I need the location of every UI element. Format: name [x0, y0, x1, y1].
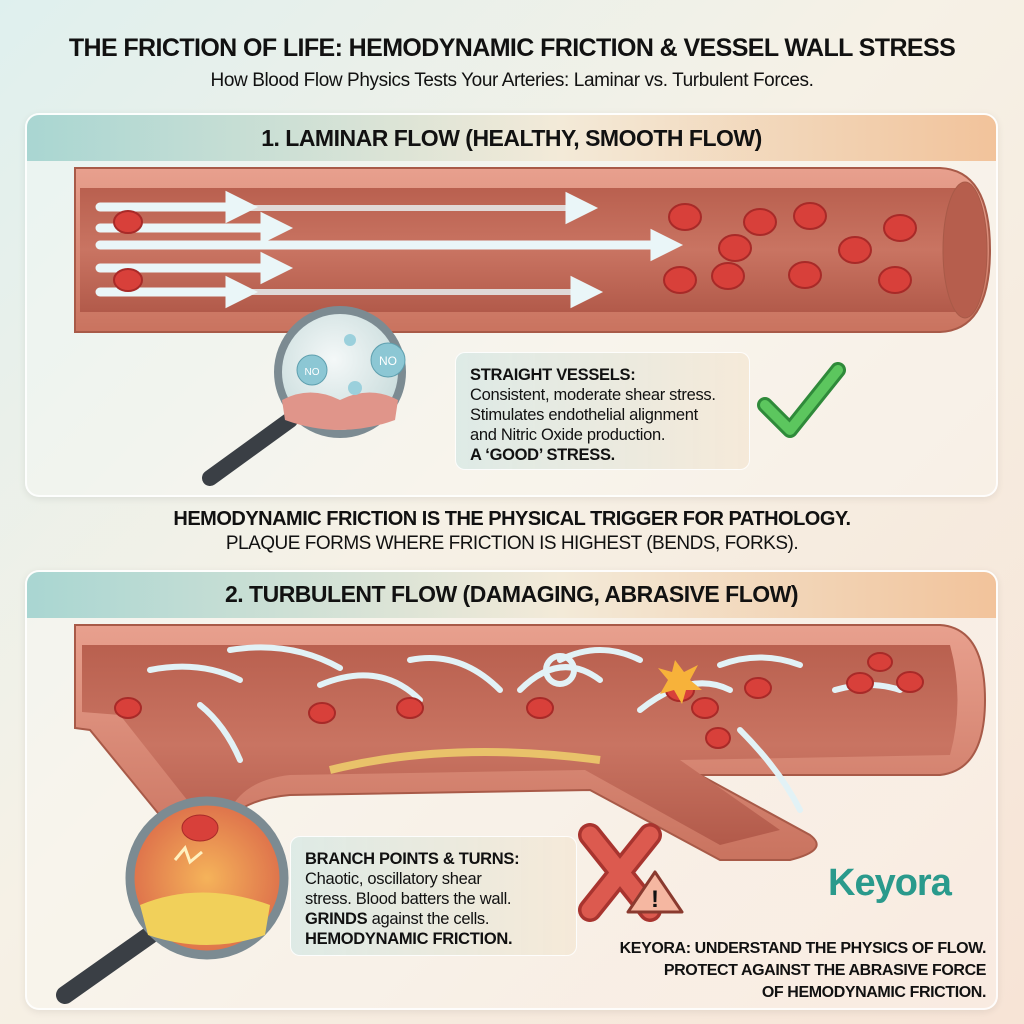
key-message-sub: PLAQUE FORMS WHERE FRICTION IS HIGHEST (… [225, 533, 799, 554]
laminar-box-line: Consistent, moderate shear stress. [470, 386, 716, 404]
page-subtitle: How Blood Flow Physics Tests Your Arteri… [210, 70, 814, 91]
turbulent-box-line: against the cells. [367, 910, 490, 928]
checkmark-icon [757, 362, 846, 438]
magnifier-damage-icon [56, 796, 289, 1004]
laminar-heading: 1. LAMINAR FLOW (HEALTHY, SMOOTH FLOW) [27, 115, 996, 161]
laminar-flow-arrows [95, 190, 684, 309]
keyora-logo: Keyora [828, 862, 952, 904]
turbulent-box-title: BRANCH POINTS & TURNS: [305, 850, 520, 868]
x-warning-icon: ! [578, 823, 684, 922]
laminar-info-box: STRAIGHT VESSELS: Consistent, moderate s… [455, 352, 750, 470]
svg-text:!: ! [651, 886, 659, 913]
key-message: HEMODYNAMIC FRICTION IS THE PHYSICAL TRI… [173, 508, 851, 530]
laminar-box-title: STRAIGHT VESSELS: [470, 366, 636, 384]
laminar-box-line: and Nitric Oxide production. [470, 426, 666, 444]
magnifier-no-icon: NO NO [202, 306, 406, 486]
footer-line: OF HEMODYNAMIC FRICTION. [761, 984, 987, 1001]
turbulent-info-box: BRANCH POINTS & TURNS: Chaotic, oscillat… [290, 836, 577, 956]
laminar-box-line: Stimulates endothelial alignment [470, 406, 698, 424]
turbulent-box-line: Chaotic, oscillatory shear [305, 870, 482, 888]
grinds-word: GRINDS [305, 910, 368, 928]
turbulent-flow-arrows [147, 644, 903, 813]
no-label: NO [379, 354, 397, 368]
turbulent-box-line: stress. Blood batters the wall. [305, 890, 512, 908]
turbulent-box-emphasis: HEMODYNAMIC FRICTION. [305, 930, 513, 948]
footer-message: KEYORA: UNDERSTAND THE PHYSICS OF FLOW. … [619, 938, 987, 1004]
footer-line: PROTECT AGAINST THE ABRASIVE FORCE [663, 962, 987, 979]
no-label: NO [305, 367, 320, 378]
red-blood-cells [113, 202, 917, 294]
red-blood-cells [114, 652, 924, 749]
impact-burst-icon [658, 660, 702, 704]
laminar-box-emphasis: A ‘GOOD’ STRESS. [470, 446, 615, 464]
turbulent-heading-text: 2. TURBULENT FLOW (DAMAGING, ABRASIVE FL… [224, 581, 799, 607]
footer-line: KEYORA: UNDERSTAND THE PHYSICS OF FLOW. [619, 940, 987, 957]
page-title: THE FRICTION OF LIFE: HEMODYNAMIC FRICTI… [68, 34, 956, 62]
